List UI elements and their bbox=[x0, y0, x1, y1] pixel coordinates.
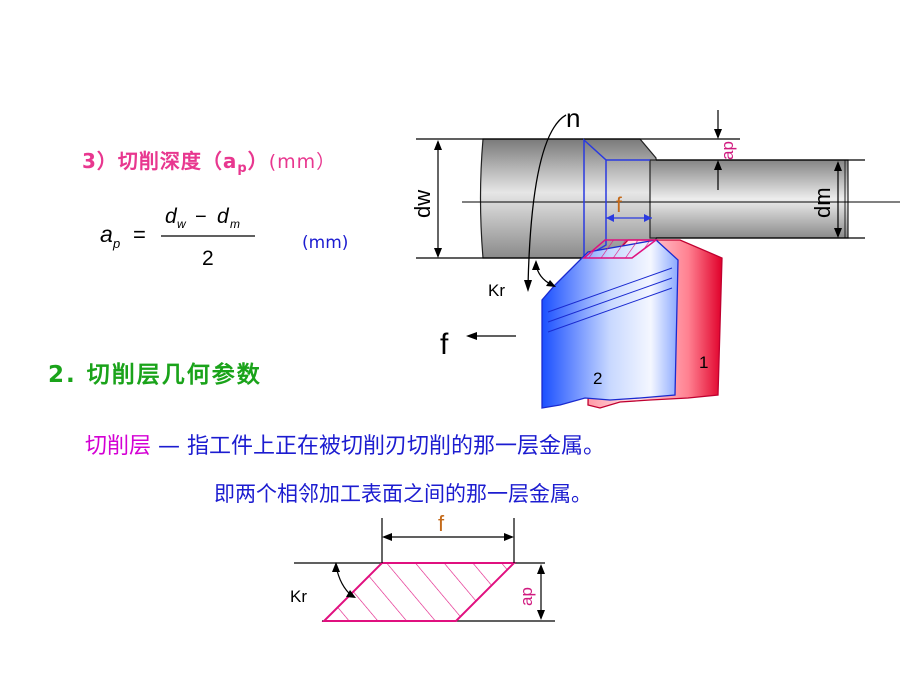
cutting-layer-heading: 2. 切削层几何参数 bbox=[48, 362, 262, 388]
dw-dimension: dw bbox=[410, 140, 442, 258]
f-label-fig2: f bbox=[438, 511, 445, 536]
feed-arrow: f bbox=[440, 328, 516, 361]
formula-lhs-sub: p bbox=[112, 236, 120, 251]
formula-num-b: d bbox=[217, 205, 230, 228]
heading3-unit: (mm） bbox=[268, 151, 337, 173]
n-label: n bbox=[566, 103, 580, 133]
tool-label-1: 1 bbox=[699, 353, 708, 372]
definition-dash: — bbox=[158, 434, 181, 459]
heading3-suffix: ） bbox=[247, 149, 269, 173]
formula-num-b-sub: m bbox=[230, 217, 240, 231]
dw-label: dw bbox=[410, 190, 435, 218]
f-label-fig1: f bbox=[616, 194, 622, 217]
formula-lhs: a bbox=[100, 221, 113, 247]
definition-text: 指工件上正在被切削刃切削的那一层金属。 bbox=[187, 434, 606, 459]
kr-angle-fig1: Kr bbox=[488, 260, 556, 300]
heading3-sub: p bbox=[237, 161, 248, 176]
workpiece bbox=[416, 138, 900, 259]
formula-unit: (mm) bbox=[302, 233, 349, 253]
cutting-layer-fig1 bbox=[581, 239, 659, 259]
definition-term: 切削层 bbox=[85, 434, 152, 459]
heading3-prefix: 3）切削深度（a bbox=[82, 149, 238, 173]
formula-minus: − bbox=[195, 206, 207, 228]
formula-num-a-sub: w bbox=[177, 217, 187, 231]
dm-dimension: dm bbox=[810, 161, 842, 238]
tool-label-2: 2 bbox=[593, 369, 602, 388]
ap-dimension: ap bbox=[714, 110, 737, 190]
cutting-layer-section bbox=[321, 562, 517, 622]
depth-of-cut-heading: 3）切削深度（ap）(mm） bbox=[82, 145, 336, 176]
depth-formula: a p = d w − d m 2 bbox=[100, 205, 255, 270]
formula-eq: = bbox=[133, 222, 146, 247]
formula-den: 2 bbox=[202, 247, 214, 270]
ap-label-fig2: ap bbox=[517, 587, 536, 606]
tool-2: 2 bbox=[541, 239, 679, 409]
kr-label-fig2: Kr bbox=[290, 587, 307, 606]
kr-label-fig1: Kr bbox=[488, 281, 505, 300]
dm-label: dm bbox=[810, 187, 835, 218]
n-arrow: n bbox=[524, 103, 580, 292]
ap-label-fig1: ap bbox=[718, 141, 737, 160]
definition-line-2: 即两个相邻加工表面之间的那一层金属。 bbox=[214, 482, 592, 506]
definition-line-1: 切削层 — 指工件上正在被切削刃切削的那一层金属。 bbox=[85, 428, 605, 460]
feed-label: f bbox=[440, 328, 449, 361]
formula-num-a: d bbox=[165, 205, 178, 228]
